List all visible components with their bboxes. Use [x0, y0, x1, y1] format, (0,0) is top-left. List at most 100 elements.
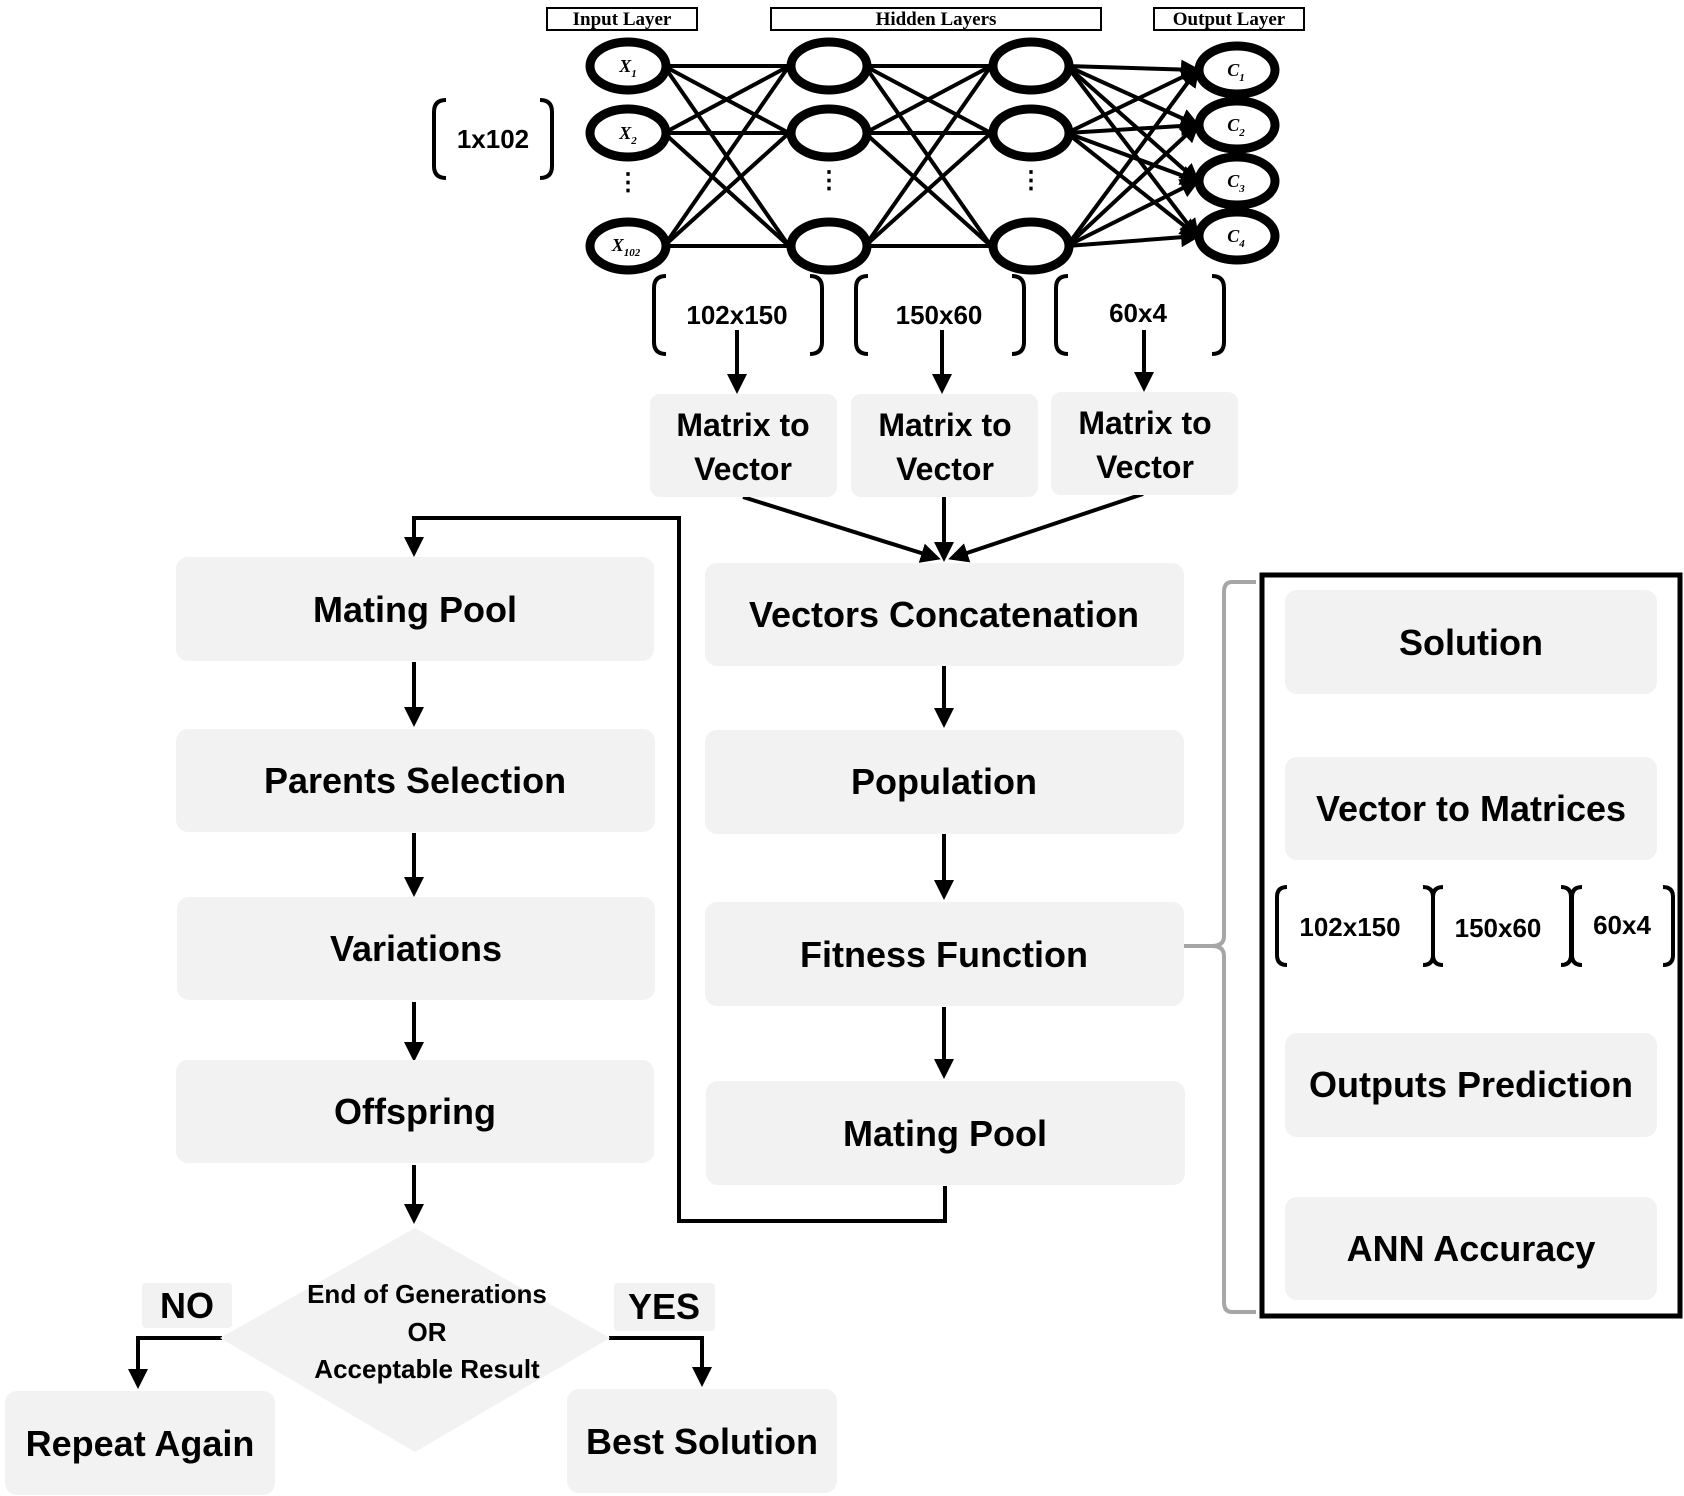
- svg-text:C2: C2: [1227, 115, 1245, 139]
- weight-dim-3: 60x4: [1109, 298, 1167, 328]
- network-connection: [864, 64, 992, 135]
- hidden2-node: [988, 217, 1074, 275]
- svg-text:Mating Pool: Mating Pool: [843, 1113, 1047, 1154]
- hidden1-node: [786, 104, 872, 162]
- variations-box: Variations: [177, 897, 655, 1000]
- weight-dim-2: 150x60: [896, 300, 983, 330]
- hidden2-node: [988, 37, 1074, 95]
- repeat-again-box: Repeat Again: [5, 1391, 275, 1495]
- network-connection: [1066, 59, 1201, 80]
- svg-text:Matrix to: Matrix to: [1078, 405, 1211, 441]
- svg-text:Offspring: Offspring: [334, 1091, 496, 1132]
- decision-diamond: End of Generations OR Acceptable Result: [220, 1228, 610, 1452]
- input-node-x1: X1: [585, 37, 671, 95]
- output-node-c2: C2: [1194, 96, 1280, 154]
- ellipsis-hidden2: ⋮: [1019, 168, 1043, 194]
- hidden-layers-header: Hidden Layers: [876, 9, 997, 30]
- network-connection: [1065, 122, 1200, 248]
- svg-text:Matrix to: Matrix to: [878, 407, 1011, 443]
- output-layer-header: Output Layer: [1173, 9, 1286, 30]
- best-solution-box: Best Solution: [567, 1389, 837, 1493]
- hidden1-node: [786, 217, 872, 275]
- network-connection: [1066, 227, 1201, 248]
- input-dim-label: 1x102: [457, 124, 529, 154]
- output-node-c1: C1: [1194, 41, 1280, 99]
- svg-text:Vector: Vector: [1096, 449, 1194, 485]
- matrix-to-vector-2: Matrix to Vector: [851, 394, 1038, 497]
- output-node-c4: C4: [1194, 207, 1280, 265]
- neural-network: Input Layer Hidden Layers Output Layer X…: [432, 7, 1305, 275]
- svg-text:Best Solution: Best Solution: [586, 1421, 818, 1462]
- solution-box: Solution: [1285, 590, 1657, 694]
- svg-text:Population: Population: [851, 761, 1037, 802]
- no-label: NO: [142, 1283, 232, 1328]
- output-node-c3: C3: [1194, 152, 1280, 210]
- outputs-prediction-box: Outputs Prediction: [1285, 1033, 1657, 1137]
- population-box: Population: [705, 730, 1184, 834]
- matrix-to-vector-3: Matrix to Vector: [1051, 392, 1238, 495]
- network-connection: [1066, 179, 1201, 248]
- network-connection: [1065, 64, 1200, 240]
- svg-text:Fitness Function: Fitness Function: [800, 934, 1088, 975]
- network-connection: [1065, 66, 1200, 248]
- svg-text:Matrix to: Matrix to: [676, 407, 809, 443]
- ellipsis-hidden1: ⋮: [817, 168, 841, 194]
- svg-text:Vector to Matrices: Vector to Matrices: [1316, 788, 1626, 829]
- network-connection: [1066, 67, 1201, 135]
- svg-text:C4: C4: [1227, 226, 1245, 250]
- svg-text:Vector: Vector: [694, 451, 792, 487]
- svg-text:X2: X2: [618, 123, 637, 147]
- network-connection: [1065, 64, 1200, 184]
- input-node-x2: X2: [585, 104, 671, 162]
- svg-text:Solution: Solution: [1399, 622, 1543, 663]
- detail-dim-3: 60x4: [1593, 910, 1651, 940]
- fitness-detail-bracket: [1184, 580, 1256, 1314]
- detail-dim-1: 102x150: [1299, 912, 1400, 942]
- svg-text:Vectors Concatenation: Vectors Concatenation: [749, 594, 1139, 635]
- mating-pool-left-box: Mating Pool: [176, 557, 654, 661]
- detail-dims: 102x150 150x60 60x4: [1275, 885, 1675, 967]
- offspring-box: Offspring: [176, 1060, 654, 1163]
- svg-text:C3: C3: [1227, 171, 1245, 195]
- input-dim-bracket: [432, 98, 554, 180]
- svg-text:Vector: Vector: [896, 451, 994, 487]
- input-layer-header: Input Layer: [573, 9, 672, 30]
- svg-text:YES: YES: [628, 1286, 700, 1327]
- yes-label: YES: [614, 1283, 715, 1331]
- network-connection: [662, 64, 791, 248]
- svg-text:ANN Accuracy: ANN Accuracy: [1347, 1228, 1596, 1269]
- ann-accuracy-box: ANN Accuracy: [1285, 1197, 1657, 1300]
- svg-text:End of Generations: End of Generations: [307, 1279, 547, 1309]
- svg-text:Repeat Again: Repeat Again: [26, 1423, 255, 1464]
- network-connection: [662, 131, 791, 248]
- parents-selection-box: Parents Selection: [176, 729, 655, 832]
- network-connection: [863, 131, 993, 248]
- ellipsis-input: ⋮: [616, 170, 640, 196]
- svg-text:X1: X1: [618, 56, 637, 80]
- svg-text:Mating Pool: Mating Pool: [313, 589, 517, 630]
- fitness-function-box: Fitness Function: [705, 902, 1184, 1006]
- hidden2-node: [988, 104, 1074, 162]
- mating-pool-center-box: Mating Pool: [706, 1081, 1185, 1185]
- svg-text:Outputs Prediction: Outputs Prediction: [1309, 1064, 1633, 1105]
- input-node-x102: X102: [585, 217, 671, 275]
- network-connection: [1066, 116, 1201, 136]
- svg-text:Parents Selection: Parents Selection: [264, 760, 566, 801]
- svg-text:OR: OR: [408, 1317, 447, 1347]
- svg-text:NO: NO: [160, 1285, 214, 1326]
- network-connection: [1066, 64, 1201, 128]
- svg-text:C1: C1: [1227, 60, 1245, 84]
- weight-dim-1: 102x150: [686, 300, 787, 330]
- svg-text:Variations: Variations: [330, 928, 502, 969]
- svg-text:Acceptable Result: Acceptable Result: [314, 1354, 540, 1384]
- vector-to-matrices-box: Vector to Matrices: [1285, 757, 1657, 860]
- network-connection: [663, 64, 790, 135]
- network-connection: [863, 64, 993, 248]
- fitness-detail-panel: [1259, 572, 1683, 1319]
- detail-dim-2: 150x60: [1455, 913, 1542, 943]
- weight-dims: 102x150 150x60 60x4: [652, 274, 1226, 356]
- vectors-concatenation-box: Vectors Concatenation: [705, 563, 1184, 666]
- hidden1-node: [786, 37, 872, 95]
- matrix-to-vector-1: Matrix to Vector: [650, 394, 837, 497]
